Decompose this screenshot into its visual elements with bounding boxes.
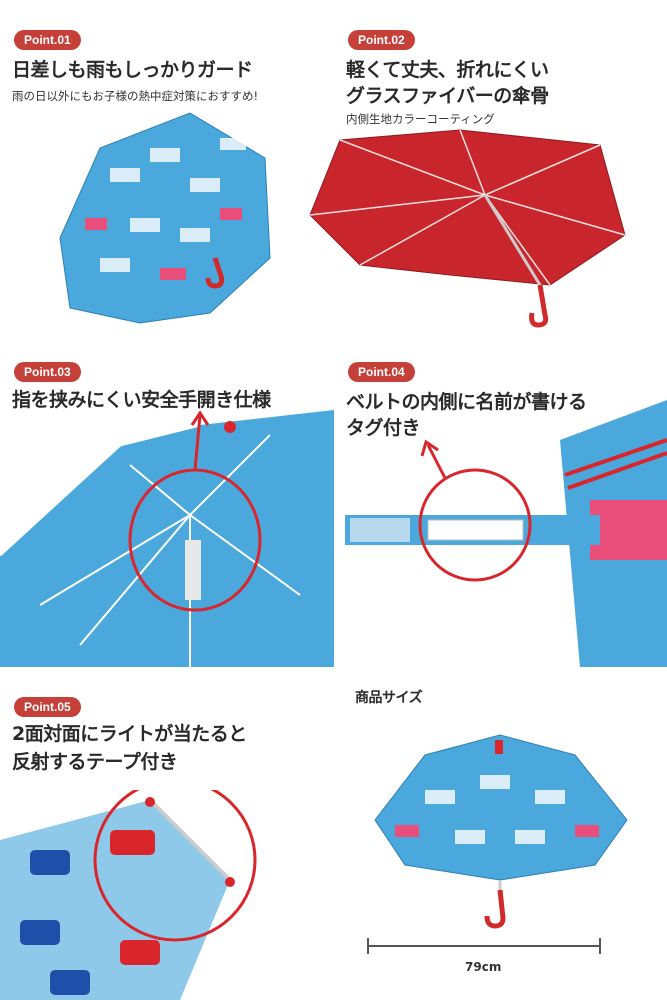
reflective-tape-image xyxy=(0,790,257,1000)
point-04-title-line-1: ベルトの内側に名前が書ける xyxy=(346,391,587,413)
product-size-heading: 商品サイズ xyxy=(355,690,423,706)
red-umbrella-inside-image xyxy=(309,129,626,328)
point-03-badge: Point.03 xyxy=(14,362,81,382)
point-03-title: 指を挟みにくい安全手開き仕様 xyxy=(12,389,271,411)
safety-open-mechanism-image xyxy=(0,410,334,667)
point-02-badge: Point.02 xyxy=(348,30,415,50)
point-01-subtitle: 雨の日以外にもお子様の熱中症対策におすすめ! xyxy=(12,89,259,103)
name-tag-belt-image xyxy=(345,400,667,667)
width-dimension-line xyxy=(367,938,601,954)
point-04-badge: Point.04 xyxy=(348,362,415,382)
point-05-badge: Point.05 xyxy=(14,697,81,717)
point-01-title: 日差しも雨もしっかりガード xyxy=(12,59,253,81)
point-02-subtitle: 内側生地カラーコーティング xyxy=(346,112,495,126)
point-02-title-line-2: グラスファイバーの傘骨 xyxy=(346,85,549,107)
point-04-title-line-2: タグ付き xyxy=(346,417,421,439)
point-05-title-line-1: 2面対面にライトが当たると xyxy=(12,723,247,745)
blue-umbrella-image xyxy=(59,112,271,324)
point-05-title-line-2: 反射するテープ付き xyxy=(12,751,178,773)
width-label: 79cm xyxy=(465,960,502,974)
point-02-title-line-1: 軽くて丈夫、折れにくい xyxy=(346,59,549,81)
product-size-umbrella-image xyxy=(374,734,628,929)
point-01-badge: Point.01 xyxy=(14,30,81,50)
